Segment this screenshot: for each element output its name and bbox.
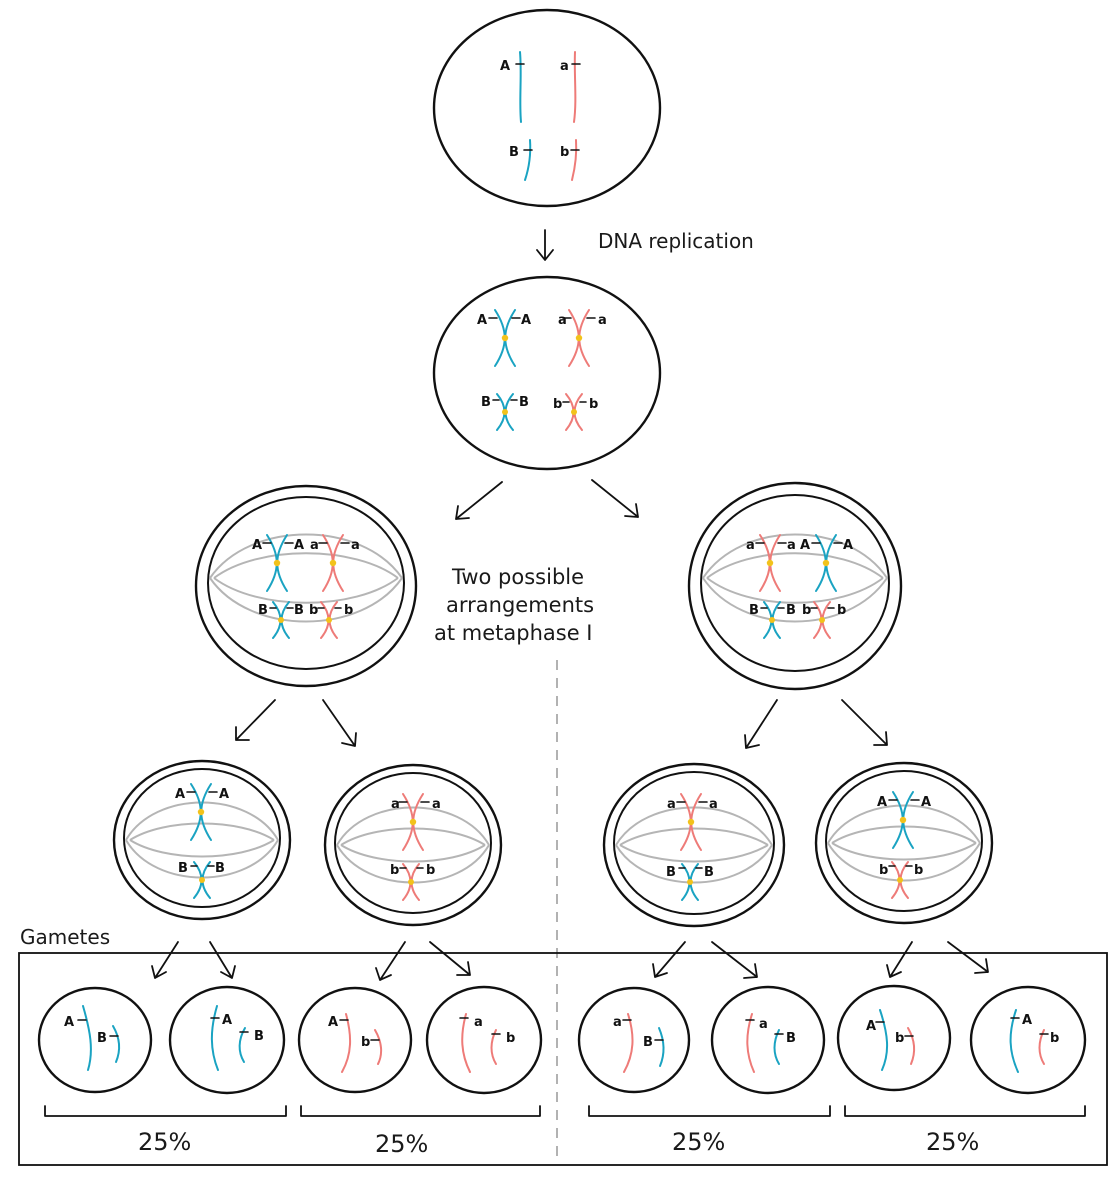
allele-label: b (1050, 1031, 1059, 1046)
allele-label: b (426, 863, 435, 878)
allele-label: B (254, 1029, 264, 1044)
allele-label: a (759, 1017, 768, 1032)
replication-label: DNA replication (598, 229, 754, 253)
allele-label: a (598, 313, 607, 328)
allele-label: A (521, 313, 531, 328)
allele-label: a (391, 797, 400, 812)
allele-label: B (666, 865, 676, 880)
allele-label: a (310, 538, 319, 553)
allele-label: A (800, 538, 810, 553)
allele-label: A (1022, 1013, 1032, 1028)
caption-line: Two possible (451, 565, 584, 589)
allele-label: a (474, 1015, 483, 1030)
allele-label: A (477, 313, 487, 328)
allele-label: b (879, 863, 888, 878)
metaphase-cell-right: a a A A B B b b (687, 481, 903, 691)
allele-label: B (215, 861, 225, 876)
allele-label: b (344, 603, 353, 618)
allele-label: B (509, 145, 519, 160)
allele-label: A (219, 787, 229, 802)
allele-label: b (837, 603, 846, 618)
gamete-1: A B (37, 986, 153, 1094)
allele-label: a (432, 797, 441, 812)
gamete-5: a B (577, 986, 691, 1094)
allele-label: B (704, 865, 714, 880)
meiosis1-arrows (235, 699, 888, 749)
gametes-label: Gametes (20, 925, 110, 949)
metaphase2-cell-2: a a b b (323, 763, 503, 927)
gamete-6: a B (710, 985, 826, 1095)
allele-label: A (252, 538, 262, 553)
allele-label: B (786, 603, 796, 618)
allele-label: b (506, 1031, 515, 1046)
brackets (44, 1105, 1086, 1117)
allele-label: B (97, 1031, 107, 1046)
gametes-box (18, 952, 1108, 1166)
allele-label: B (258, 603, 268, 618)
caption-line: at metaphase I (434, 621, 593, 645)
allele-label: B (786, 1031, 796, 1046)
percentage-label: 25% (375, 1130, 428, 1158)
allele-label: a (787, 538, 796, 553)
allele-label: b (589, 397, 598, 412)
allele-label: a (709, 797, 718, 812)
allele-label: a (667, 797, 676, 812)
allele-label: A (294, 538, 304, 553)
meiosis2-arrows (151, 941, 989, 981)
allele-label: b (309, 603, 318, 618)
allele-label: B (749, 603, 759, 618)
allele-label: A (64, 1015, 74, 1030)
replicated-cell: A A a a B B b b (432, 275, 662, 471)
caption-line: arrangements (446, 593, 594, 617)
allele-label: b (914, 863, 923, 878)
percentage-label: 25% (926, 1128, 979, 1156)
allele-label: A (222, 1013, 232, 1028)
allele-label: B (519, 395, 529, 410)
gamete-3: A b (297, 986, 413, 1094)
allele-label: b (361, 1035, 370, 1050)
branch-arrows (455, 479, 639, 520)
allele-label: A (843, 538, 853, 553)
allele-label: A (866, 1019, 876, 1034)
allele-label: A (175, 787, 185, 802)
allele-label: A (328, 1015, 338, 1030)
allele-label: b (895, 1031, 904, 1046)
gamete-4: a b (425, 985, 543, 1095)
arrangement-caption: Two possible arrangements at metaphase I (434, 565, 594, 645)
allele-label: a (558, 313, 567, 328)
metaphase2-cell-3: a a B B (602, 762, 786, 928)
allele-label: b (553, 397, 562, 412)
metaphase-cell-left: A A a a B B b b (194, 484, 418, 688)
allele-label: b (802, 603, 811, 618)
allele-label: B (643, 1035, 653, 1050)
gamete-2: A B (168, 985, 286, 1095)
gamete-7: A b (836, 984, 952, 1092)
percentage-label: 25% (138, 1128, 191, 1156)
gamete-8: A b (969, 985, 1087, 1095)
metaphase2-cell-4: A A b b (814, 761, 994, 925)
parent-cell: A a B b (432, 8, 662, 208)
metaphase2-cell-1: A A B B (112, 759, 292, 921)
allele-label: A (500, 59, 510, 74)
allele-label: B (481, 395, 491, 410)
allele-label: a (613, 1015, 622, 1030)
allele-label: b (560, 145, 569, 160)
allele-label: a (351, 538, 360, 553)
allele-label: A (921, 795, 931, 810)
allele-label: B (294, 603, 304, 618)
allele-label: B (178, 861, 188, 876)
replication-arrow (536, 229, 554, 261)
allele-label: A (877, 795, 887, 810)
allele-label: a (746, 538, 755, 553)
allele-label: b (390, 863, 399, 878)
allele-label: a (560, 59, 569, 74)
percentage-label: 25% (672, 1128, 725, 1156)
